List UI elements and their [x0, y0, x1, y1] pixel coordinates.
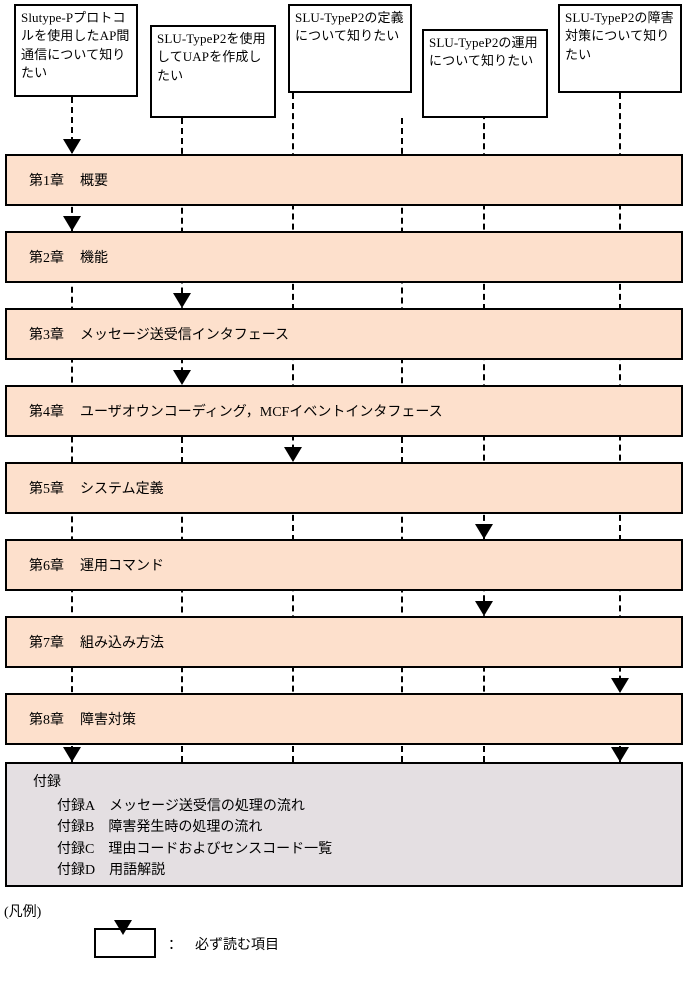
chapter-title: 障害対策: [80, 713, 136, 728]
chapter-number: 第2章: [29, 251, 64, 266]
appendix-item-title: メッセージ送受信の処理の流れ: [109, 799, 305, 814]
arrow-to-appendix: [611, 747, 629, 762]
chapter-number: 第5章: [29, 482, 64, 497]
chapter-bar-3[interactable]: 第3章 メッセージ送受信インタフェース: [5, 308, 683, 360]
arrow-to-chapter-8: [611, 678, 629, 693]
appendix-heading: 付録: [33, 775, 61, 790]
question-box-label: SLU-TypeP2の運用について知りたい: [429, 35, 538, 69]
chapter-title: 組み込み方法: [80, 636, 164, 651]
question-box-label: SLU-TypeP2を使用してUAPを作成したい: [157, 31, 266, 83]
legend-title: (凡例): [4, 905, 42, 920]
appendix-item-4[interactable]: 付録D 用語解説: [33, 860, 681, 881]
appendix-item-id: 付録C: [57, 841, 95, 857]
chapter-title: ユーザオウンコーディング，MCFイベントインタフェース: [80, 405, 443, 420]
appendix-item-title: 用語解説: [109, 862, 166, 878]
question-box-2[interactable]: SLU-TypeP2を使用してUAPを作成したい: [150, 25, 276, 118]
appendix-item-2[interactable]: 付録B 障害発生時の処理の流れ: [33, 817, 681, 838]
chapter-number: 第8章: [29, 713, 64, 728]
chapter-bar-4[interactable]: 第4章 ユーザオウンコーディング，MCFイベントインタフェース: [5, 385, 683, 437]
guide-line-col-2: [181, 118, 183, 762]
appendix-item-3[interactable]: 付録C 理由コードおよびセンスコード一覧: [33, 839, 681, 860]
arrow-to-chapter-5: [284, 447, 302, 462]
appendix-item-id: 付録B: [57, 820, 95, 836]
appendix-item-list: 付録A メッセージ送受信の処理の流れ付録B 障害発生時の処理の流れ付録C 理由コードお…: [33, 796, 681, 881]
chapter-bar-8[interactable]: 第8章 障害対策: [5, 693, 683, 745]
appendix-item-title: 障害発生時の処理の流れ: [108, 820, 263, 836]
guide-line-col-4: [401, 118, 403, 762]
arrow-to-appendix: [63, 747, 81, 762]
arrow-to-chapter-7: [475, 601, 493, 616]
appendix-block: 付録 付録A メッセージ送受信の処理の流れ付録B 障害発生時の処理の流れ付録C 理由コ…: [5, 762, 683, 887]
chapter-title: 運用コマンド: [80, 559, 164, 574]
chapter-bar-1[interactable]: 第1章 概要: [5, 154, 683, 206]
question-box-label: Slutype-Pプロトコルを使用したAP間通信について知りたい: [21, 10, 130, 81]
chapter-number: 第1章: [29, 174, 64, 189]
appendix-item-id: 付録A: [57, 799, 96, 814]
arrow-to-chapter-1: [63, 139, 81, 154]
chapter-number: 第6章: [29, 559, 64, 574]
arrow-to-chapter-2: [63, 216, 81, 231]
arrow-to-chapter-3: [173, 293, 191, 308]
chapter-title: 概要: [80, 174, 108, 189]
chapter-bar-2[interactable]: 第2章 機能: [5, 231, 683, 283]
question-box-3[interactable]: SLU-TypeP2の定義について知りたい: [288, 4, 412, 93]
question-box-label: SLU-TypeP2の定義について知りたい: [295, 10, 404, 44]
chapter-bar-7[interactable]: 第7章 組み込み方法: [5, 616, 683, 668]
appendix-item-id: 付録D: [57, 862, 96, 878]
appendix-item-1[interactable]: 付録A メッセージ送受信の処理の流れ: [33, 796, 681, 817]
question-box-label: SLU-TypeP2の障害対策について知りたい: [565, 10, 674, 62]
question-box-4[interactable]: SLU-TypeP2の運用について知りたい: [422, 29, 548, 118]
chapter-title: 機能: [80, 251, 108, 266]
chapter-bar-5[interactable]: 第5章 システム定義: [5, 462, 683, 514]
chapter-title: システム定義: [80, 482, 164, 497]
arrow-to-chapter-6: [475, 524, 493, 539]
question-box-5[interactable]: SLU-TypeP2の障害対策について知りたい: [558, 4, 682, 93]
chapter-bar-6[interactable]: 第6章 運用コマンド: [5, 539, 683, 591]
chapter-number: 第7章: [29, 636, 64, 651]
legend-colon: ：: [168, 938, 182, 953]
legend-description: 必ず読む項目: [195, 938, 279, 953]
chapter-number: 第3章: [29, 328, 64, 343]
question-box-1[interactable]: Slutype-Pプロトコルを使用したAP間通信について知りたい: [14, 4, 138, 97]
appendix-item-title: 理由コードおよびセンスコード一覧: [108, 841, 333, 857]
arrow-to-chapter-4: [173, 370, 191, 385]
legend-arrow-icon: [114, 920, 132, 935]
chapter-number: 第4章: [29, 405, 64, 420]
chapter-title: メッセージ送受信インタフェース: [80, 328, 290, 343]
